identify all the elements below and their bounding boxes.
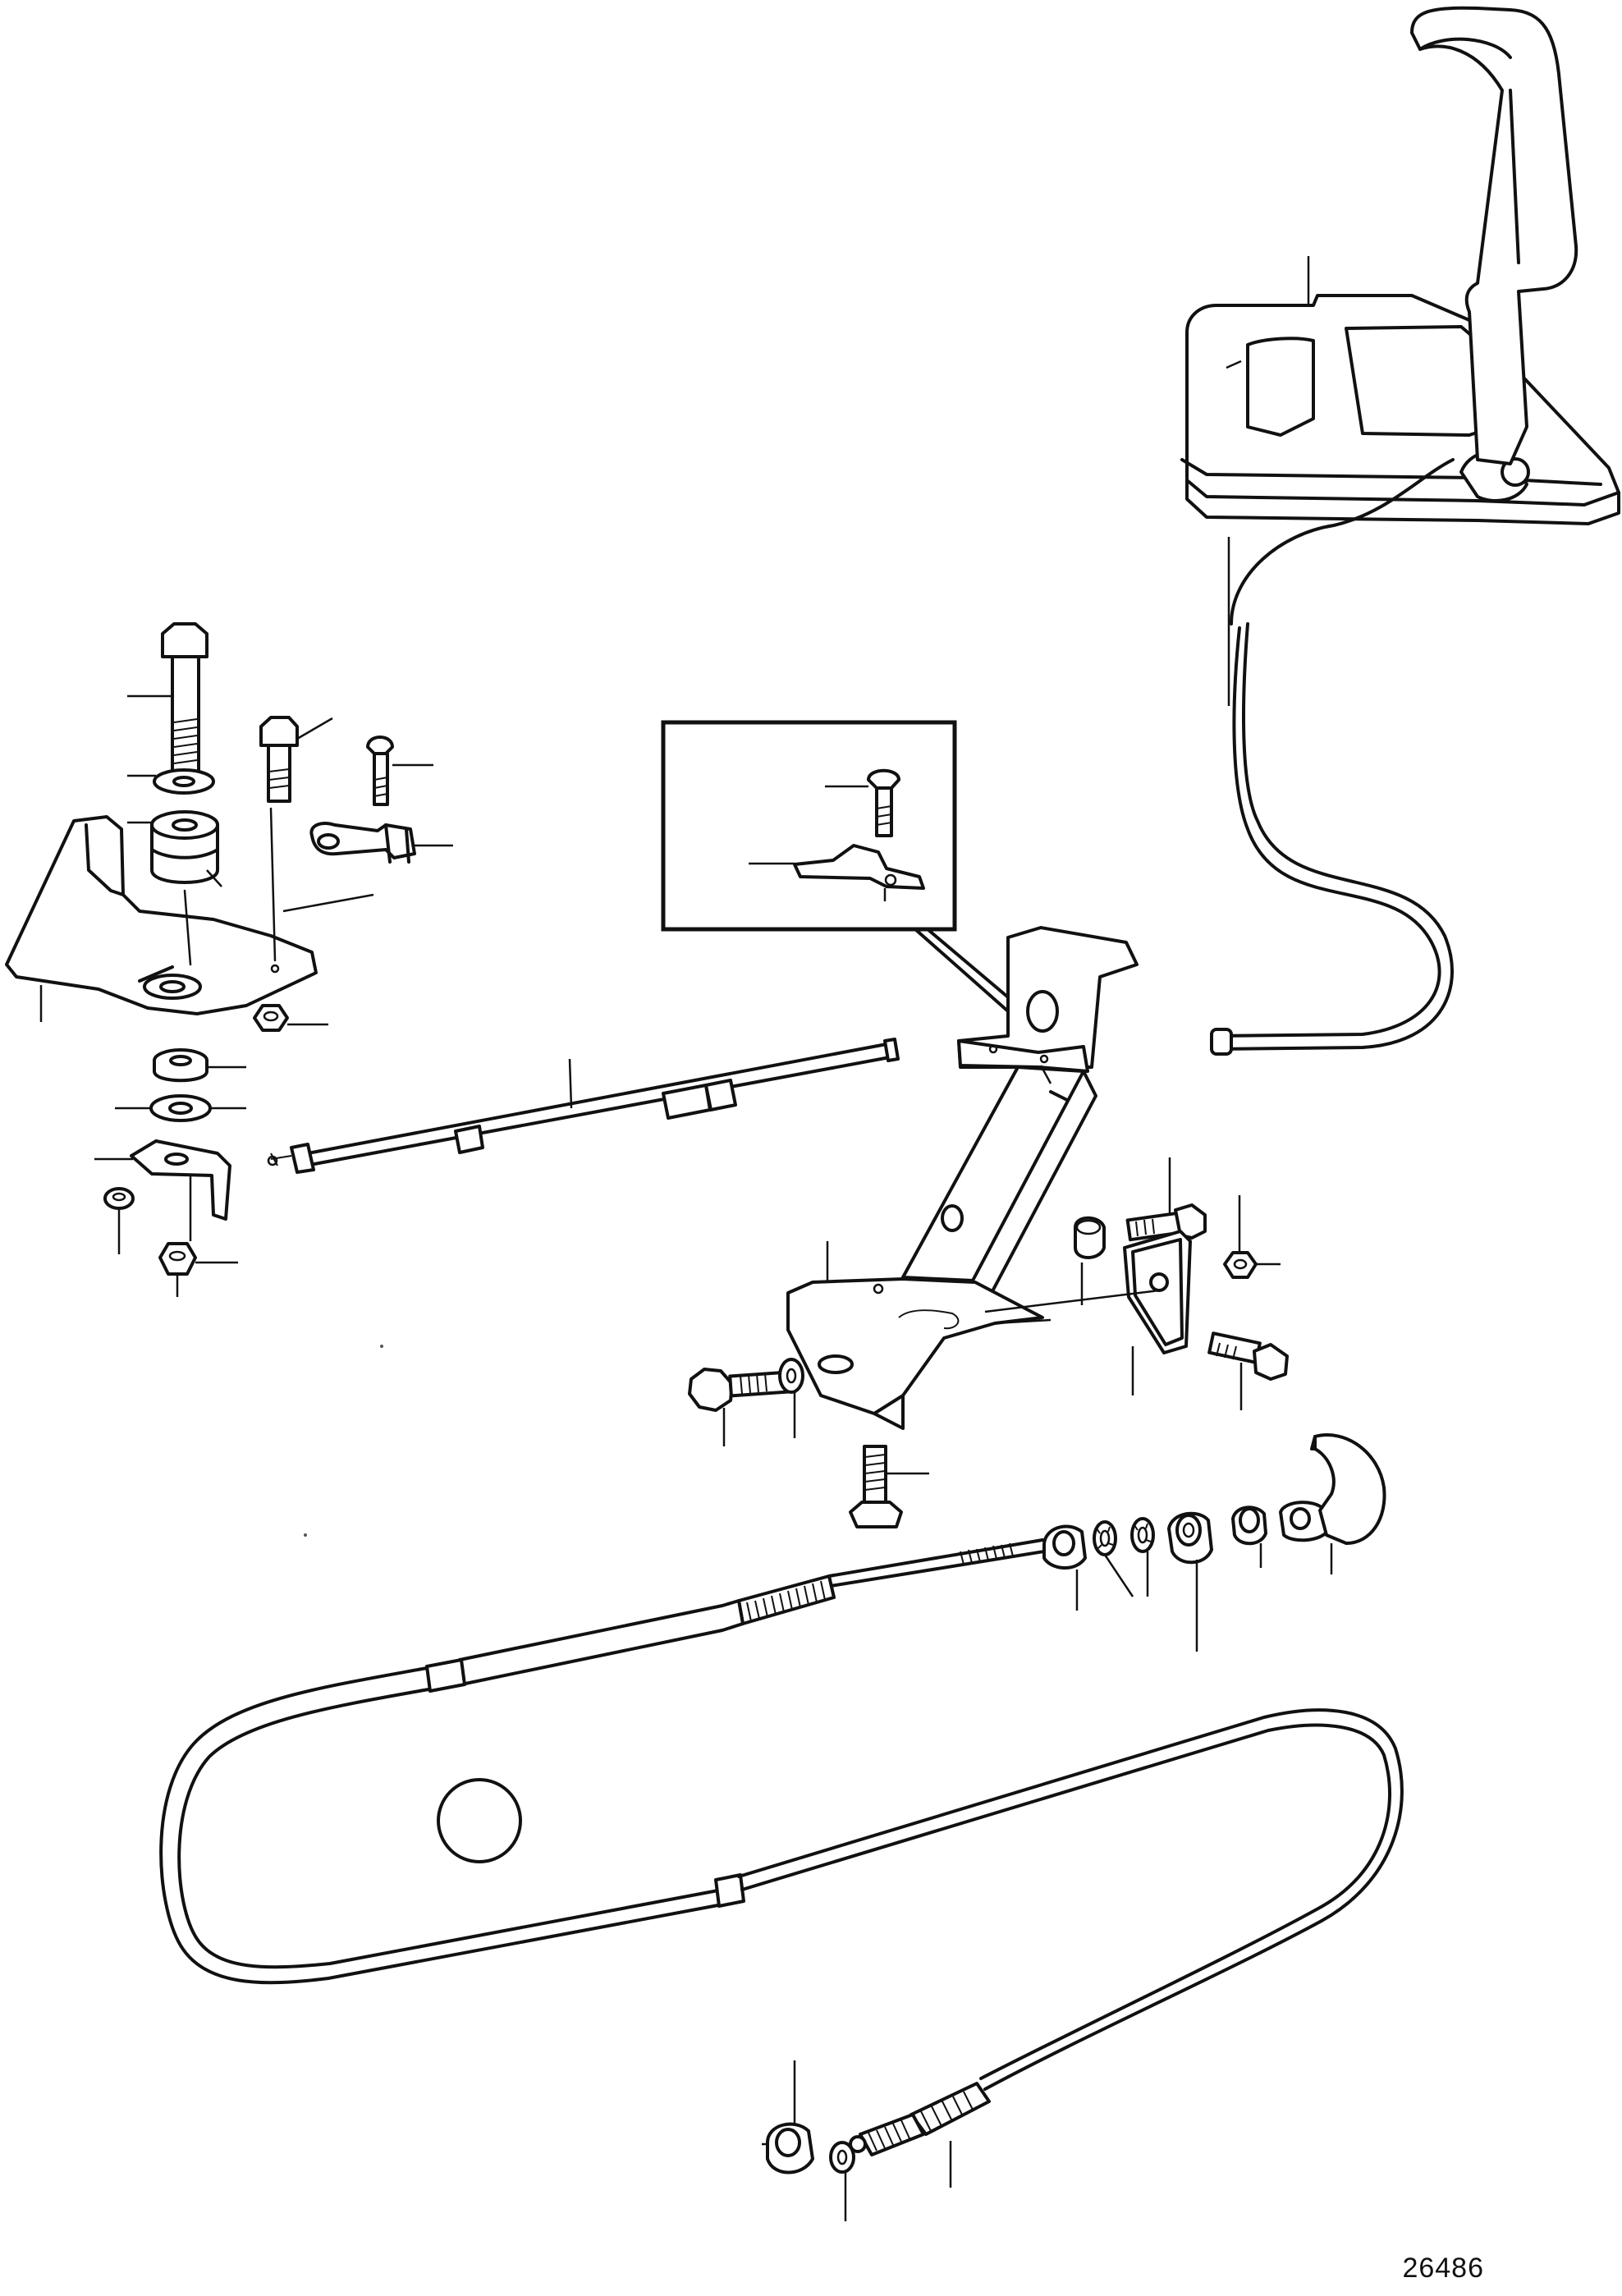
support-bracket [786, 926, 1139, 1430]
bolt-left [688, 1368, 790, 1412]
scan-dot [304, 1533, 307, 1537]
cable-knob [1279, 1433, 1386, 1545]
upper-cable [267, 1038, 900, 1174]
control-lever [1410, 6, 1578, 465]
bushing [1074, 1216, 1106, 1259]
washer-left [778, 1358, 804, 1394]
nut-large [1167, 1511, 1213, 1565]
long-bolt [161, 622, 208, 781]
rubber-pad [1123, 1230, 1192, 1354]
nut-1 [1042, 1524, 1087, 1570]
figure-number: 26486 [1402, 2252, 1484, 2284]
cable-marker-circle [437, 1778, 522, 1863]
control-cable-upper [1210, 458, 1455, 1056]
lock-washer-1 [1093, 1520, 1117, 1556]
engine-bracket-plate [5, 807, 318, 1015]
washer-top [153, 768, 215, 795]
nut-small-left [103, 1187, 135, 1210]
end-nut [766, 2122, 814, 2175]
bolt-small-left [259, 716, 299, 803]
lock-washer-2 [1130, 1517, 1155, 1553]
control-box [1180, 294, 1620, 525]
bracket-washer-upper [941, 1204, 964, 1232]
nut-2 [1231, 1505, 1267, 1546]
rubber-mount [150, 810, 219, 884]
bolt-bottom [849, 1445, 903, 1528]
spacer [153, 1048, 208, 1083]
nut-lower [158, 1242, 197, 1276]
end-washer [829, 2141, 855, 2174]
screw-small-right [366, 736, 394, 806]
bolt-right-lower [1207, 1331, 1289, 1381]
nut-right [1223, 1251, 1258, 1279]
cable-bracket-small [130, 1139, 231, 1221]
scan-dot [380, 1345, 383, 1348]
detail-inset [661, 720, 1046, 1038]
washer-lower [149, 1094, 212, 1122]
bolt-right-upper [1125, 1203, 1207, 1242]
nut-flanged [253, 1004, 289, 1032]
cable-clip [309, 822, 416, 864]
lower-cable [159, 1538, 1404, 2156]
